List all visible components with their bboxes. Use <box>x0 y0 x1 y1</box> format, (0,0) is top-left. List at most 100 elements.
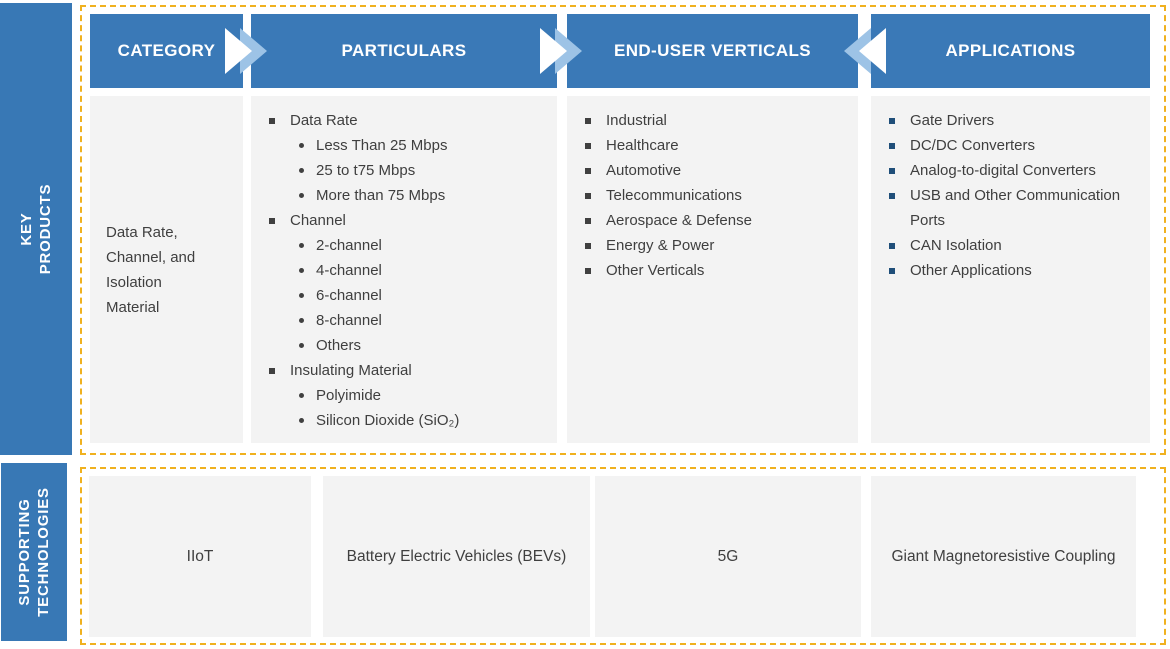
list-item: More than 75 Mbps <box>251 183 557 208</box>
square-bullet-icon <box>585 118 591 124</box>
header-category-label: CATEGORY <box>117 41 216 60</box>
list-item-label: Automotive <box>606 162 682 179</box>
list-item-label: DC/DC Converters <box>910 137 1036 154</box>
list-item: Healthcare <box>567 133 858 158</box>
list-item-label: Telecommunications <box>606 187 742 204</box>
list-item-label: Gate Drivers <box>910 112 995 129</box>
list-item-label: Insulating Material <box>290 362 412 379</box>
list-item: 4-channel <box>251 258 557 283</box>
supporting-cell-5g: 5G <box>595 476 861 637</box>
header-applications-label: APPLICATIONS <box>945 41 1076 60</box>
square-bullet-icon <box>585 243 591 249</box>
round-bullet-icon <box>299 143 304 148</box>
list-item: Data Rate <box>251 108 557 133</box>
category-text: Data Rate, Channel, and Isolation Materi… <box>106 223 196 316</box>
list-item: Less Than 25 Mbps <box>251 133 557 158</box>
round-bullet-icon <box>299 268 304 273</box>
key-products-label: KEY PRODUCTS <box>18 183 54 275</box>
square-bullet-icon <box>585 268 591 274</box>
list-item-label: CAN Isolation <box>910 237 1002 254</box>
key-products-bar: KEY PRODUCTS <box>0 3 72 455</box>
list-item-label: Others <box>316 337 362 354</box>
square-bullet-icon <box>269 118 275 124</box>
list-item: USB and Other Communication Ports <box>871 183 1150 233</box>
list-item: 2-channel <box>251 233 557 258</box>
list-item: Analog-to-digital Converters <box>871 158 1150 183</box>
list-item-label: 2-channel <box>316 237 382 254</box>
square-bullet-icon <box>269 368 275 374</box>
supporting-cell-bevs: Battery Electric Vehicles (BEVs) <box>323 476 590 637</box>
list-item-label: Less Than 25 Mbps <box>316 137 448 154</box>
list-item: CAN Isolation <box>871 233 1150 258</box>
list-item-label: 8-channel <box>316 312 382 329</box>
supporting-technologies-label: SUPPORTING TECHNOLOGIES <box>16 487 52 617</box>
list-item: Gate Drivers <box>871 108 1150 133</box>
list-item: Automotive <box>567 158 858 183</box>
list-item: Other Verticals <box>567 258 858 283</box>
round-bullet-icon <box>299 393 304 398</box>
list-item-label: USB and Other Communication Ports <box>910 187 1121 229</box>
list-item-label: 6-channel <box>316 287 382 304</box>
header-particulars-label: PARTICULARS <box>341 41 467 60</box>
square-bullet-icon <box>269 218 275 224</box>
round-bullet-icon <box>299 293 304 298</box>
list-item-label: More than 75 Mbps <box>316 187 446 204</box>
header-row: CATEGORY PARTICULARS END-USER VERTICALS … <box>82 14 1164 88</box>
list-item-label: Aerospace & Defense <box>606 212 752 229</box>
list-item-label: Analog-to-digital Converters <box>910 162 1096 179</box>
square-bullet-icon <box>889 193 895 199</box>
supporting-row: IIoT Battery Electric Vehicles (BEVs) 5G… <box>82 469 1164 643</box>
square-bullet-icon <box>585 193 591 199</box>
list-item-label: Silicon Dioxide (SiO₂) <box>316 412 460 429</box>
list-item: 8-channel <box>251 308 557 333</box>
list-item-label: Data Rate <box>290 112 358 129</box>
square-bullet-icon <box>585 218 591 224</box>
header-applications: APPLICATIONS <box>871 14 1150 88</box>
square-bullet-icon <box>585 168 591 174</box>
header-category: CATEGORY <box>90 14 243 88</box>
list-item: Aerospace & Defense <box>567 208 858 233</box>
supporting-cell-iiot: IIoT <box>89 476 311 637</box>
round-bullet-icon <box>299 243 304 248</box>
list-item: Other Applications <box>871 258 1150 283</box>
supporting-technologies-panel: IIoT Battery Electric Vehicles (BEVs) 5G… <box>80 467 1166 645</box>
list-item: 25 to t75 Mbps <box>251 158 557 183</box>
list-item-label: Channel <box>290 212 346 229</box>
list-item: Industrial <box>567 108 858 133</box>
list-item: Energy & Power <box>567 233 858 258</box>
header-end-user-verticals: END-USER VERTICALS <box>567 14 858 88</box>
list-item: Others <box>251 333 557 358</box>
list-item: Silicon Dioxide (SiO₂) <box>251 408 557 433</box>
list-item: Telecommunications <box>567 183 858 208</box>
supporting-technologies-bar: SUPPORTING TECHNOLOGIES <box>1 463 67 641</box>
list-item-label: Industrial <box>606 112 667 129</box>
category-cell: Data Rate, Channel, and Isolation Materi… <box>90 96 243 443</box>
list-item: Polyimide <box>251 383 557 408</box>
list-item: 6-channel <box>251 283 557 308</box>
list-item: Channel <box>251 208 557 233</box>
square-bullet-icon <box>889 243 895 249</box>
square-bullet-icon <box>889 118 895 124</box>
list-item: Insulating Material <box>251 358 557 383</box>
header-end-user-verticals-label: END-USER VERTICALS <box>613 41 812 60</box>
list-item-label: Other Verticals <box>606 262 705 279</box>
list-item-label: Healthcare <box>606 137 679 154</box>
list-item-label: Other Applications <box>910 262 1032 279</box>
flow-arrow-left-icon <box>842 27 886 75</box>
content-row: Data Rate, Channel, and Isolation Materi… <box>82 96 1164 443</box>
round-bullet-icon <box>299 343 304 348</box>
key-products-panel: CATEGORY PARTICULARS END-USER VERTICALS … <box>80 5 1166 455</box>
square-bullet-icon <box>889 143 895 149</box>
flow-arrow-right-icon <box>540 27 584 75</box>
header-particulars: PARTICULARS <box>251 14 557 88</box>
square-bullet-icon <box>889 168 895 174</box>
list-item-label: Energy & Power <box>606 237 715 254</box>
list-item-label: 25 to t75 Mbps <box>316 162 416 179</box>
list-item-label: 4-channel <box>316 262 382 279</box>
round-bullet-icon <box>299 318 304 323</box>
round-bullet-icon <box>299 168 304 173</box>
round-bullet-icon <box>299 418 304 423</box>
list-item-label: Polyimide <box>316 387 382 404</box>
